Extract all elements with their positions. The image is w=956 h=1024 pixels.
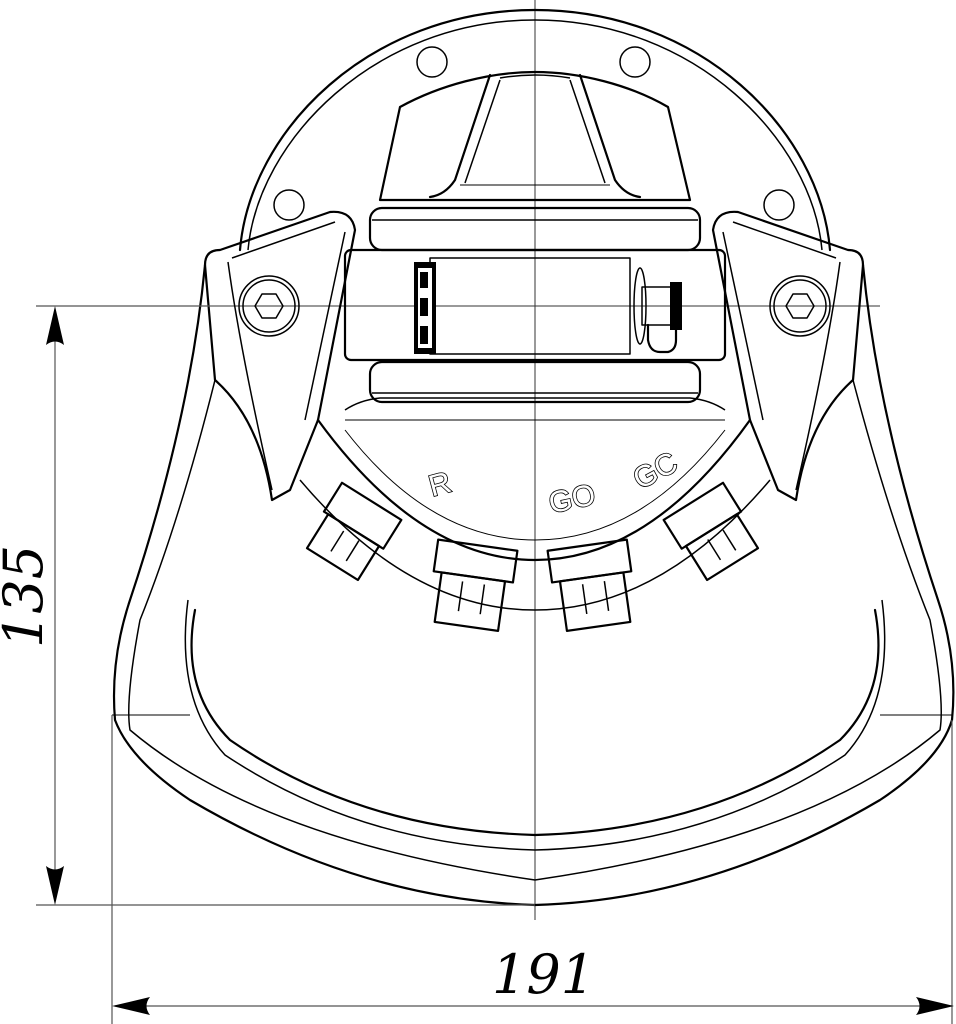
arrow-down-icon	[46, 866, 64, 905]
connector-1	[305, 481, 403, 582]
label-gc: GC	[628, 446, 683, 496]
label-r: R	[425, 466, 454, 503]
connector-4	[662, 481, 760, 582]
arrow-up-icon	[46, 306, 64, 345]
dimension-width: 191	[111, 715, 954, 1024]
hex-bolt-icon	[254, 293, 284, 319]
connector-2	[432, 538, 519, 632]
label-go: GO	[546, 478, 599, 520]
dimension-height: 135	[0, 305, 535, 906]
mounting-hole-icon	[273, 189, 305, 221]
dimension-height-value: 135	[0, 545, 55, 648]
mounting-hole-icon	[619, 46, 651, 78]
arrow-right-icon	[916, 997, 954, 1015]
right-fastener	[633, 267, 682, 354]
right-wing	[711, 210, 865, 502]
clip-icon	[633, 267, 647, 345]
upper-housing	[238, 8, 832, 252]
center-lines	[36, 0, 880, 920]
connector-ring	[299, 418, 771, 611]
connector-3	[546, 538, 633, 632]
bolt-washer-icon	[238, 275, 300, 337]
connectors	[305, 481, 760, 632]
bolt-washer-icon	[769, 275, 831, 337]
arrow-left-icon	[112, 997, 150, 1015]
dimension-width-value: 191	[492, 943, 595, 1006]
hex-bolt-icon	[785, 293, 815, 319]
mounting-hole-icon	[416, 46, 448, 78]
left-latch	[414, 262, 436, 354]
central-body	[343, 70, 727, 421]
left-wing	[203, 210, 357, 502]
mounting-hole-icon	[763, 189, 795, 221]
